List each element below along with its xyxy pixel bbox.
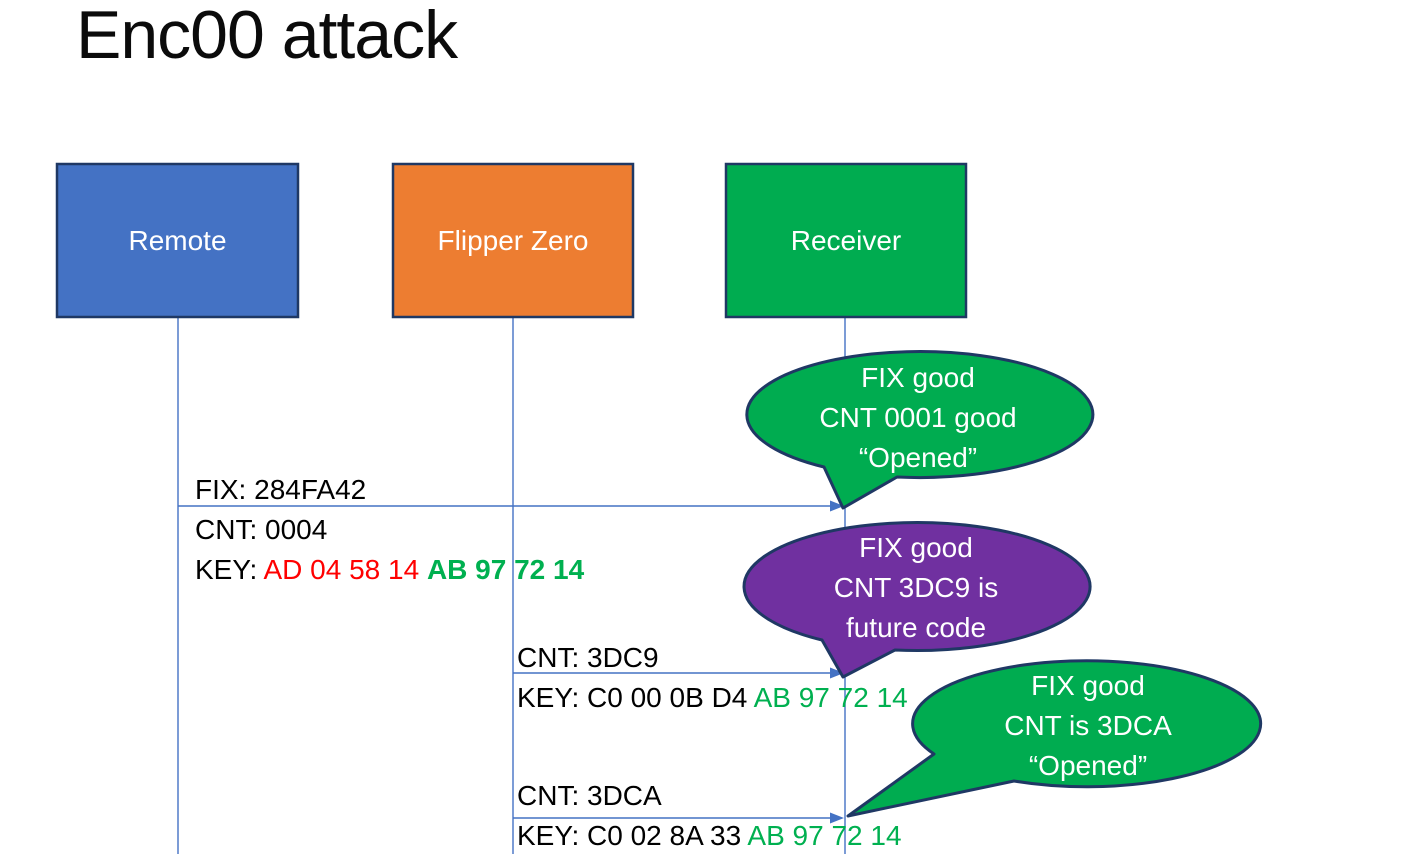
message-3-cnt: CNT: 3DCA: [517, 780, 662, 811]
slide-title: Enc00 attack: [76, 0, 458, 73]
message-2-key-green-bytes: AB 97 72 14: [753, 682, 908, 713]
message-2-labels: CNT: 3DC9 KEY: C0 00 0B D4 AB 97 72 14: [517, 638, 908, 718]
actor-box-receiver: [724, 162, 968, 319]
message-3-key-green-bytes: AB 97 72 14: [747, 820, 902, 851]
message-3-labels: CNT: 3DCA KEY: C0 02 8A 33 AB 97 72 14: [517, 776, 902, 856]
callout-3-text: FIX good CNT is 3DCA “Opened”: [1004, 670, 1172, 781]
callout-bubble-2: [742, 521, 1092, 679]
message-1-fix: FIX: 284FA42: [195, 474, 367, 505]
actor-label-receiver: Receiver: [790, 224, 902, 256]
callout-1-text: FIX good CNT 0001 good “Opened”: [819, 362, 1017, 473]
message-1-key-green-bytes: AB 97 72 14: [426, 554, 585, 585]
callout-2-text: FIX good CNT 3DC9 is future code: [833, 532, 999, 643]
message-3-key: KEY: C0 02 8A 33 AB 97 72 14: [517, 820, 902, 851]
message-2-cnt: CNT: 3DC9: [517, 642, 659, 673]
callout-bubble-1: [745, 350, 1095, 510]
actor-label-remote: Remote: [128, 224, 227, 256]
actor-box-flipper: [391, 162, 635, 319]
message-1-key-red-bytes: AD 04 58 14: [263, 554, 427, 585]
callout-bubble-3: [846, 659, 1263, 818]
message-2-key: KEY: C0 00 0B D4 AB 97 72 14: [517, 682, 908, 713]
actor-label-flipper-zero: Flipper Zero: [437, 224, 589, 256]
message-1-key: KEY: AD 04 58 14 AB 97 72 14: [195, 554, 585, 585]
actor-box-remote: [55, 162, 300, 319]
message-1-cnt: CNT: 0004: [195, 514, 328, 545]
message-1-labels: FIX: 284FA42 CNT: 0004 KEY: AD 04 58 14 …: [195, 470, 584, 590]
